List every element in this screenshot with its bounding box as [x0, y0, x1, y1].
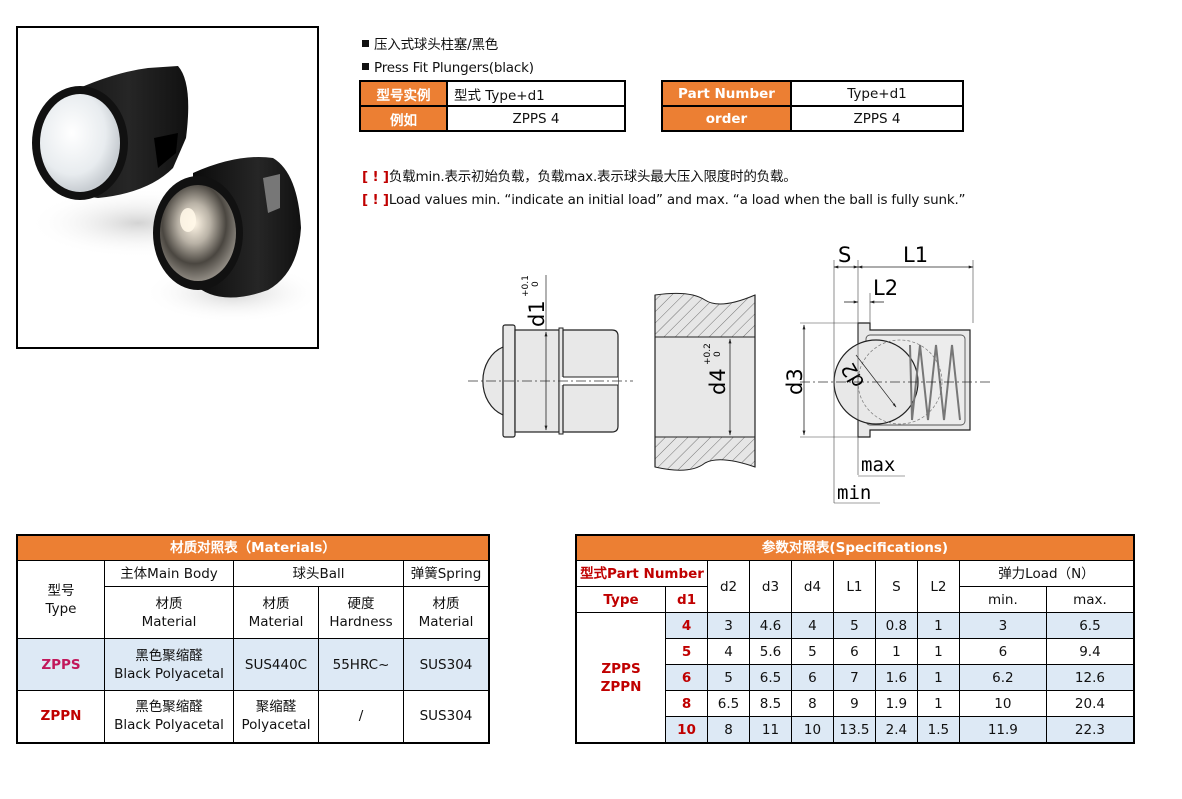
warning-mark-icon: [ ! ] — [362, 192, 389, 208]
table-row: 10 8 11 10 13.5 2.4 1.5 11.9 22.3 — [576, 716, 1135, 744]
note-en: [ ! ]Load values min. “indicate an initi… — [362, 192, 966, 208]
s-label: S — [838, 243, 851, 267]
part-number-label: Part Number — [661, 80, 792, 107]
type-cell: ZPPS ZPPN — [575, 612, 667, 744]
d1-header: d1 — [665, 586, 709, 613]
spring-cell: SUS304 — [403, 638, 490, 691]
table-row: ZPPS ZPPN 4 3 4.6 4 5 0.8 1 3 6.5 — [575, 612, 1135, 744]
type-header: Type — [575, 586, 667, 613]
max-label: max — [861, 454, 895, 476]
svg-text:0: 0 — [531, 281, 541, 287]
part-number-table-cn: 型号实例 型式 Type+d1 例如 ZPPS 4 — [359, 80, 626, 132]
ball-header: 球头Ball — [233, 560, 404, 587]
order-label: order — [661, 105, 792, 132]
materials-title: 材质对照表（Materials） — [16, 534, 490, 561]
load-min-header: min. — [958, 586, 1047, 613]
mounting-hole-section: d4 +0.2 0 — [654, 292, 756, 471]
d3-header: d3 — [749, 560, 792, 613]
plunger-cross-section: d3 d2 S L1 L2 max min — [783, 243, 990, 504]
load-max-header: max. — [1045, 586, 1135, 613]
type-header: 型号 Type — [16, 560, 105, 639]
d4-label: d4 — [706, 368, 730, 395]
svg-text:+0.1: +0.1 — [521, 275, 531, 297]
materials-table: 材质对照表（Materials） 型号 Type 主体Main Body 球头B… — [16, 534, 490, 744]
ball-material-cell: SUS440C — [233, 638, 319, 691]
d4-header: d4 — [790, 560, 834, 613]
table-row: 6 5 6.5 6 7 1.6 1 6.2 12.6 — [576, 664, 1135, 691]
min-label: min — [837, 482, 871, 504]
bullet-square-icon — [362, 40, 369, 47]
svg-text:+0.2: +0.2 — [703, 343, 713, 365]
l2-header: L2 — [916, 560, 960, 613]
plunger-side-view: d1 +0.1 0 — [468, 275, 633, 438]
part-number-label: 型号实例 — [359, 80, 448, 107]
press-fit-plunger-image — [28, 66, 323, 323]
hardness-cell: / — [318, 690, 404, 743]
spring-header: 弹簧Spring — [403, 560, 490, 587]
l1-header: L1 — [832, 560, 876, 613]
specifications-table: 参数对照表(Specifications) 型式Part Number d2 d… — [575, 534, 1135, 744]
example-label: 例如 — [359, 105, 448, 132]
main-body-header: 主体Main Body — [104, 560, 234, 587]
type-cell: ZPPS — [16, 638, 105, 691]
table-row: 8 6.5 8.5 8 9 1.9 1 10 20.4 — [576, 690, 1135, 717]
title-cn: 压入式球头柱塞/黑色 — [362, 33, 498, 53]
d3-label: d3 — [783, 368, 807, 395]
bullet-square-icon — [362, 63, 369, 70]
order-value: ZPPS 4 — [790, 105, 964, 132]
s-header: S — [874, 560, 918, 613]
product-photo — [16, 26, 323, 349]
hardness-cell: 55HRC~ — [318, 638, 404, 691]
example-value: ZPPS 4 — [446, 105, 626, 132]
part-number-table-en: Part Number Type+d1 order ZPPS 4 — [661, 80, 964, 132]
technical-drawing: d1 +0.1 0 d4 +0.2 0 d3 d2 S — [468, 243, 990, 504]
table-row: 5 4 5.6 5 6 1 1 6 9.4 — [576, 638, 1135, 665]
part-number-value: 型式 Type+d1 — [446, 80, 626, 107]
note-cn: [ ! ]负载min.表示初始负载，负载max.表示球头最大压入限度时的负载。 — [362, 169, 797, 185]
warning-mark-icon: [ ! ] — [362, 169, 389, 185]
title-en: Press Fit Plungers(black) — [362, 60, 534, 76]
l2-label: L2 — [873, 276, 898, 300]
type-cell: ZPPN — [16, 690, 105, 743]
svg-text:0: 0 — [713, 351, 723, 357]
l1-label: L1 — [903, 243, 928, 267]
d1-label: d1 — [525, 300, 549, 327]
specifications-title: 参数对照表(Specifications) — [575, 534, 1135, 561]
part-number-value: Type+d1 — [790, 80, 964, 107]
part-number-header: 型式Part Number — [575, 560, 709, 587]
spring-cell: SUS304 — [403, 690, 490, 743]
load-header: 弹力Load（N） — [958, 560, 1135, 587]
d2-header: d2 — [707, 560, 751, 613]
